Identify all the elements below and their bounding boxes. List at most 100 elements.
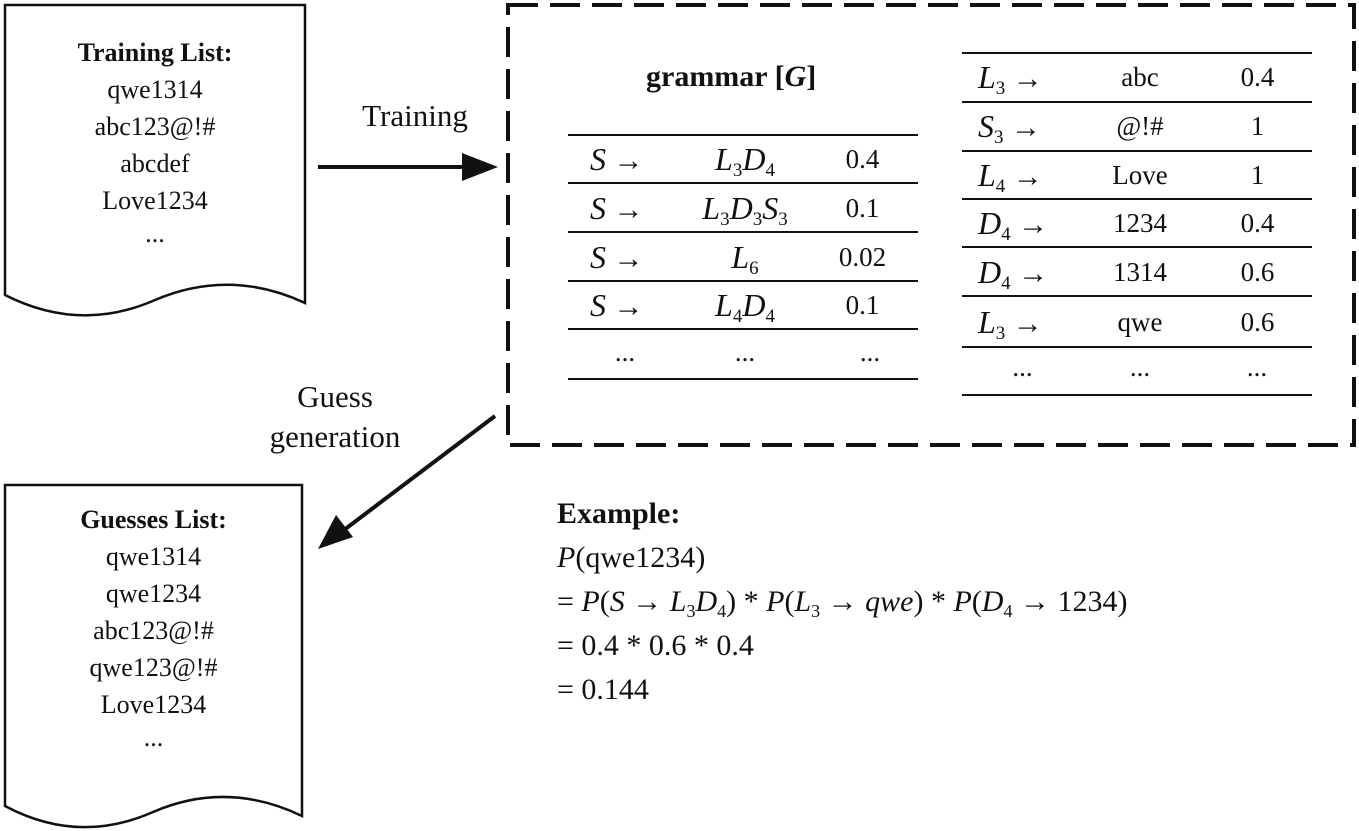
symbol-subscript: 4	[765, 160, 775, 181]
guess-generation-label: Guess generation	[245, 377, 425, 457]
equals-sign: =	[557, 585, 582, 618]
subscript: 3	[686, 601, 696, 621]
terminal-probability: 1	[1250, 160, 1265, 190]
guesses-list: Guesses List: qwe1314 qwe1234 abc123@!# …	[5, 501, 302, 753]
terminal-value: 1234	[1057, 585, 1118, 618]
arrow-symbol: →	[1010, 257, 1049, 290]
list-item: ...	[145, 219, 165, 248]
ellipsis: ...	[859, 337, 881, 367]
symbol-l: L	[669, 585, 687, 618]
ellipsis: ...	[1129, 352, 1151, 382]
guess-generation-arrow-head	[318, 515, 353, 549]
list-item: Love1234	[102, 186, 208, 215]
rule-rhs: L3D4	[670, 141, 820, 181]
subscript: 4	[1003, 601, 1013, 621]
rule-lhs: S →	[590, 143, 670, 177]
subscript: 3	[811, 601, 821, 621]
terminal-lhs: D4 →	[978, 254, 1073, 294]
rule-probability: 0.02	[838, 242, 887, 272]
ellipsis: ...	[1012, 352, 1033, 382]
list-item: qwe1314	[105, 542, 202, 571]
symbol-subscript: 3	[720, 209, 730, 230]
terminal-probability: 1	[1250, 111, 1265, 141]
symbol-l: L	[794, 585, 812, 618]
grammar-symbol: S	[590, 239, 606, 275]
terminal-lhs: L3 →	[978, 59, 1073, 99]
example-block: Example: P(qwe1234) = P(S → L3D4) * P(L3…	[557, 492, 1127, 712]
grammar-symbol: D4	[978, 254, 1011, 294]
terminal-value: Love	[1112, 160, 1168, 190]
grammar-symbol: D4	[742, 141, 775, 181]
prob-symbol: P	[953, 585, 972, 618]
structure-table-lines	[568, 134, 918, 380]
symbol-subscript: 4	[765, 306, 775, 327]
arrow-symbol: →	[820, 585, 866, 618]
symbol-s: S	[609, 585, 625, 618]
terminal-probability: 0.4	[1240, 208, 1275, 238]
grammar-symbol: L3	[978, 59, 1006, 99]
grammar-title-symbol: G	[784, 60, 807, 93]
grammar-symbol: S3	[762, 190, 788, 230]
ellipsis: ...	[614, 337, 636, 367]
grammar-symbol: S3	[978, 108, 1004, 148]
grammar-symbol: S	[590, 287, 606, 323]
symbol-subscript: 6	[749, 258, 759, 279]
terminal-value: @!#	[1116, 111, 1164, 141]
symbol-subscript: 4	[1001, 273, 1011, 294]
terminal-table-lines	[962, 52, 1312, 396]
arrow-symbol: →	[606, 290, 644, 323]
rule-lhs: S →	[590, 241, 670, 275]
list-item: qwe123@!#	[89, 653, 218, 682]
terminal-value: qwe	[1117, 307, 1163, 337]
rule-rhs: L4D4	[670, 287, 820, 327]
grammar-title-suffix: ]	[806, 60, 817, 93]
terminal-probability: 0.6	[1240, 257, 1275, 287]
list-item: Love1234	[100, 690, 207, 719]
grammar-symbol: L4	[715, 287, 743, 327]
grammar-title: grammar [G]	[646, 60, 816, 94]
arrow-symbol: →	[624, 585, 670, 618]
terminal-probability: 0.4	[1240, 62, 1275, 92]
grammar-symbol: L4	[978, 157, 1006, 197]
grammar-symbol: S	[590, 190, 606, 226]
training-list-document-shape	[3, 3, 307, 317]
guess-generation-arrow	[338, 414, 497, 535]
training-arrow-label: Training	[362, 98, 468, 133]
terminal-value: abc	[1121, 62, 1159, 92]
list-item: abc123@!#	[94, 112, 216, 141]
training-list-heading: Training List:	[77, 38, 233, 67]
symbol-subscript: 3	[752, 209, 763, 230]
list-item: abcdef	[120, 149, 190, 178]
grammar-symbol: S	[590, 141, 606, 177]
example-line-4: = 0.144	[557, 673, 649, 706]
terminal-qwe: qwe	[865, 585, 914, 618]
grammar-symbol: L3	[715, 141, 743, 181]
grammar-symbol: D4	[978, 205, 1011, 245]
grammar-symbol: L3	[702, 190, 730, 230]
example-line-3: = 0.4 * 0.6 * 0.4	[557, 629, 754, 662]
rule-rhs: L6	[670, 241, 820, 278]
terminal-lhs: D4 →	[978, 205, 1073, 245]
multiply-sign: *	[923, 585, 954, 618]
arrow-symbol: →	[1005, 62, 1043, 95]
symbol-subscript: 4	[995, 176, 1006, 197]
rule-probability: 0.1	[845, 290, 880, 320]
guesses-list-document-shape	[3, 483, 304, 829]
training-arrow-head	[462, 153, 498, 181]
rule-probability: 0.1	[845, 193, 880, 223]
arrow-symbol: →	[1003, 111, 1041, 144]
rule-lhs: S →	[590, 192, 670, 226]
ellipsis: ...	[1246, 352, 1268, 382]
prob-symbol: P	[581, 585, 600, 618]
list-item: qwe1314	[107, 75, 203, 104]
symbol-subscript: 3	[778, 209, 788, 230]
arrow-symbol: →	[1010, 208, 1049, 241]
ellipsis: ...	[734, 337, 756, 367]
arrow-symbol: →	[1012, 585, 1058, 618]
prob-symbol: P	[766, 585, 785, 618]
arrow-symbol: →	[606, 193, 644, 226]
terminal-lhs: L3 →	[978, 306, 1073, 343]
example-line-2: = P(S → L3D4) * P(L3 → qwe) * P(D4 → 123…	[557, 585, 1128, 621]
training-list: Training List: qwe1314 abc123@!# abcdef …	[5, 34, 305, 249]
